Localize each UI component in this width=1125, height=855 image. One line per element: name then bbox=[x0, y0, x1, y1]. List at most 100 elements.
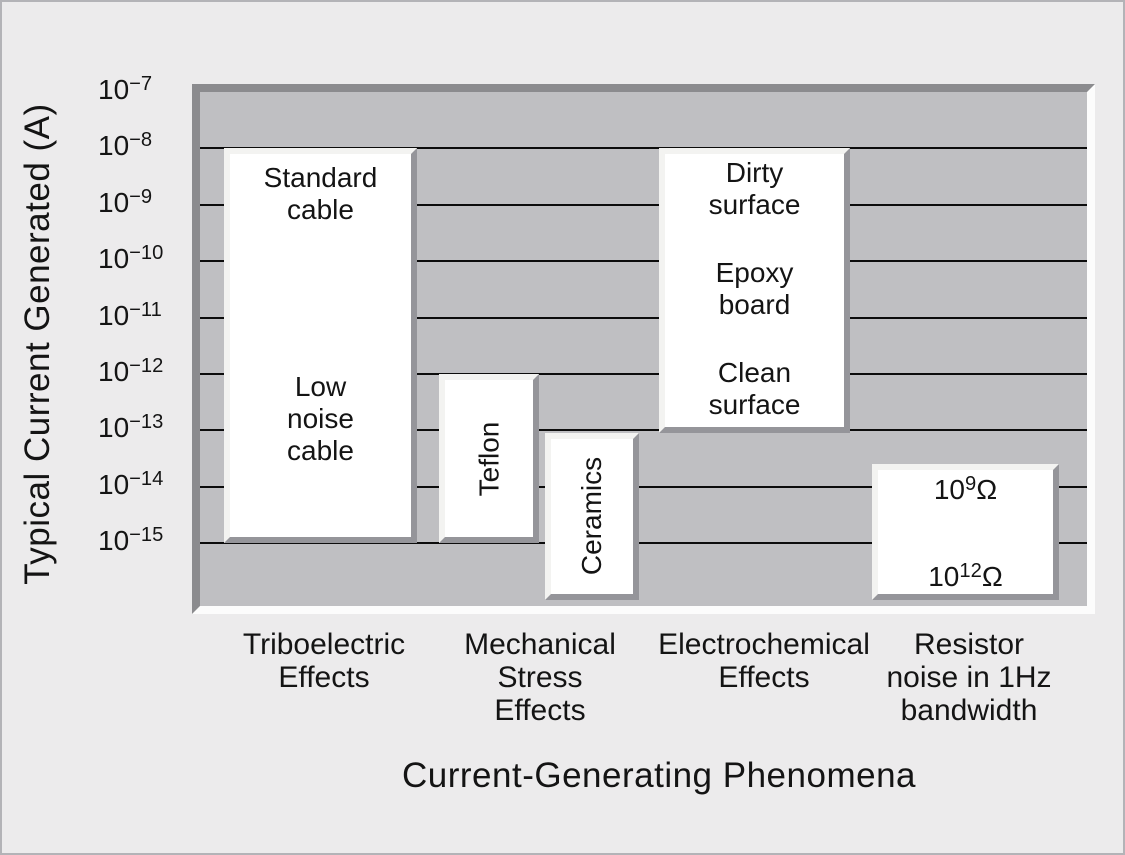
gridline bbox=[200, 316, 1087, 319]
exponent: −11 bbox=[129, 298, 162, 321]
bar-label-line: Dirty bbox=[665, 157, 844, 189]
gridline bbox=[200, 485, 1087, 488]
x-axis-title: Current-Generating Phenomena bbox=[401, 756, 917, 795]
category-label-line: Effects bbox=[494, 694, 586, 727]
category-label-line: noise in 1Hz bbox=[886, 661, 1052, 694]
text-run: noise bbox=[287, 403, 354, 435]
bar-label-line: Low bbox=[230, 371, 411, 403]
bar-label: Teflon bbox=[473, 421, 505, 496]
text-run: 10 bbox=[98, 243, 130, 275]
y-tick-label: 10−9 bbox=[98, 187, 152, 219]
gridline bbox=[200, 373, 1087, 375]
bar-label-line: surface bbox=[665, 189, 844, 221]
text-run: 10 bbox=[933, 473, 965, 505]
text-run: 10 bbox=[98, 130, 130, 162]
text-run: board bbox=[718, 288, 791, 320]
text-run: Ω bbox=[981, 561, 1003, 593]
bar-label-line: cable bbox=[230, 194, 411, 226]
y-axis-title: Typical Current Generated (A) bbox=[18, 103, 57, 585]
bar-label-line: surface bbox=[665, 389, 844, 421]
text-run: surface bbox=[708, 389, 801, 421]
exponent: 9 bbox=[965, 472, 977, 495]
category-label-line: Mechanical bbox=[464, 628, 616, 661]
y-tick-label: 10−10 bbox=[98, 243, 163, 275]
bar-label-line: 109Ω bbox=[878, 472, 1053, 506]
bar-label-line: board bbox=[665, 289, 844, 321]
text-run: 10 bbox=[98, 74, 130, 105]
exponent: −15 bbox=[129, 524, 164, 547]
category-label-line: bandwidth bbox=[900, 694, 1038, 727]
bar-label-line: Epoxy bbox=[665, 257, 844, 289]
text-run: 10 bbox=[98, 525, 130, 557]
text-run: 10 bbox=[928, 561, 960, 593]
text-run: Ω bbox=[976, 473, 998, 505]
category-label-line: Effects bbox=[278, 661, 370, 694]
exponent: −12 bbox=[129, 354, 164, 377]
text-run: Epoxy bbox=[715, 256, 794, 288]
category-label-line: Electrochemical bbox=[658, 628, 870, 661]
bar-label-line: Clean bbox=[665, 357, 844, 389]
text-run: 10 bbox=[98, 356, 130, 387]
text-run: Ceramics bbox=[576, 457, 608, 576]
gridline bbox=[200, 542, 1087, 545]
text-run: 10 bbox=[98, 299, 130, 331]
y-tick-label: 10−15 bbox=[98, 525, 163, 557]
y-tick-label: 10−8 bbox=[98, 130, 152, 162]
text-run: Low bbox=[294, 371, 347, 403]
bar-label: 1012Ω bbox=[878, 561, 1053, 593]
text-run: 10 bbox=[98, 468, 130, 500]
text-run: surface bbox=[708, 188, 801, 220]
exponent: −14 bbox=[129, 467, 164, 490]
gridline bbox=[200, 260, 1087, 263]
y-tick-label: 10−12 bbox=[98, 356, 163, 388]
text-run: Dirty bbox=[725, 156, 784, 188]
bar-label: 109Ω bbox=[878, 472, 1053, 506]
bar-label-line: 1012Ω bbox=[878, 561, 1053, 593]
text-run: Clean bbox=[717, 357, 792, 389]
category-label-line: Triboelectric bbox=[242, 628, 406, 661]
exponent: −8 bbox=[129, 129, 153, 152]
exponent: −7 bbox=[129, 72, 153, 95]
text-run: cable bbox=[287, 435, 354, 467]
bar-label-line: noise bbox=[230, 403, 411, 435]
y-tick-label: 10−11 bbox=[98, 298, 162, 332]
teflon-range-bar: Teflon bbox=[439, 374, 539, 544]
exponent: −9 bbox=[129, 185, 153, 208]
y-tick-label: 10−7 bbox=[98, 74, 152, 106]
exponent: 12 bbox=[959, 559, 982, 582]
gridline bbox=[200, 147, 1087, 150]
bar-label-line: cable bbox=[230, 435, 411, 467]
bar-label-wrap: Teflon bbox=[445, 380, 533, 537]
gridline bbox=[200, 429, 1087, 432]
text-run: cable bbox=[287, 193, 354, 225]
bar-label-wrap: Ceramics bbox=[551, 439, 633, 593]
text-run: Teflon bbox=[473, 421, 504, 496]
category-label-line: Stress bbox=[497, 661, 583, 694]
bar-label-line: Standard bbox=[230, 162, 411, 194]
y-tick-label: 10−14 bbox=[98, 469, 163, 501]
category-label-line: Effects bbox=[718, 661, 810, 694]
bar-label: Ceramics bbox=[576, 457, 608, 575]
ceramics-range-bar: Ceramics bbox=[545, 433, 639, 600]
category-label-line: Resistor bbox=[913, 628, 1025, 661]
text-run: 10 bbox=[98, 186, 130, 218]
exponent: −13 bbox=[129, 411, 164, 434]
text-run: Standard bbox=[263, 161, 378, 193]
y-tick-label: 10−13 bbox=[98, 412, 163, 444]
gridline bbox=[200, 203, 1087, 206]
